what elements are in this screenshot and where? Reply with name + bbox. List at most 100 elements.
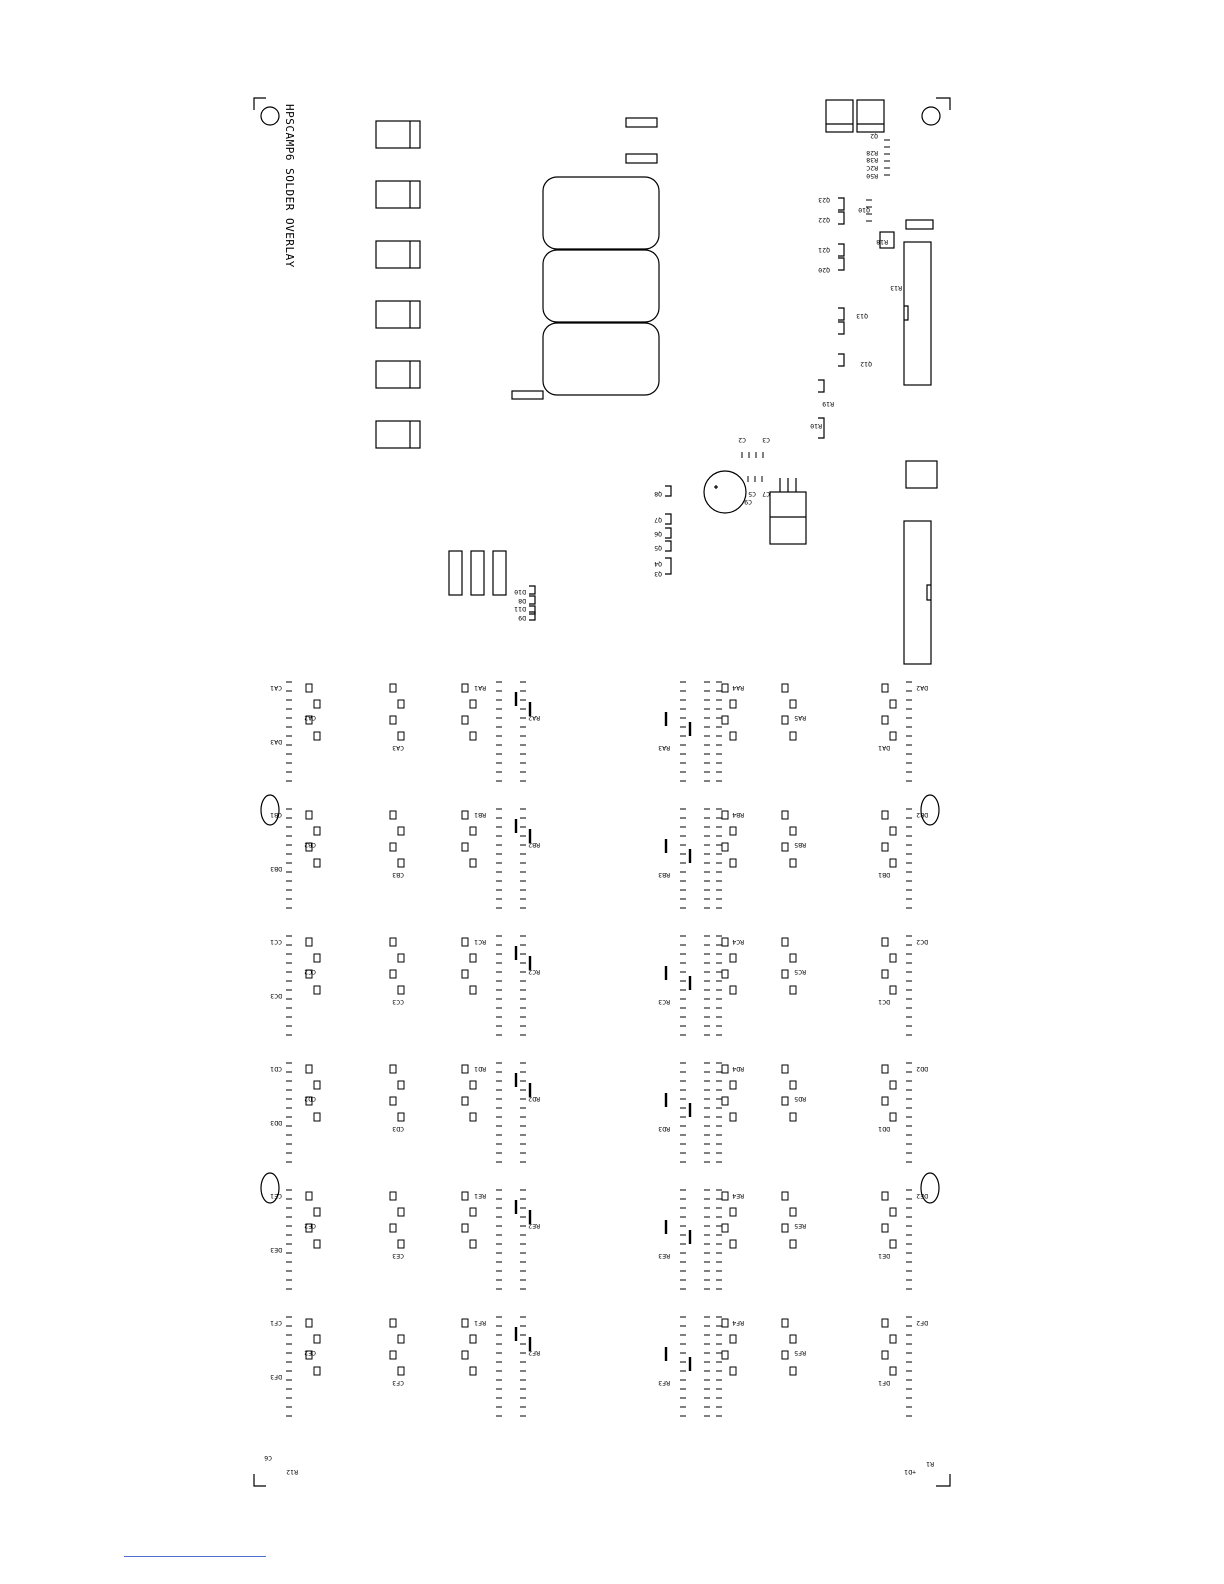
component-label: DF1 [878,1379,890,1387]
pad [389,842,397,852]
component-label: DE1 [878,1252,890,1260]
corner-label-r1: R1 [926,1460,934,1468]
component-label: RB4 [732,811,744,819]
pad [729,826,737,836]
component-label: RD4 [732,1065,744,1073]
pad [461,1064,469,1074]
pad [397,1080,405,1090]
pad [389,810,397,820]
component-label: RC4 [732,938,744,946]
pad [781,1064,789,1074]
pad [313,1366,321,1376]
component-label: RE5 [794,1222,806,1230]
mid-label: Q3 [654,570,662,578]
pad [397,1366,405,1376]
corner-label-r12: R12 [286,1468,298,1476]
pad [881,683,889,693]
pad [389,969,397,979]
pad [729,985,737,995]
top-label: Q20 [818,266,830,274]
component-label: DB1 [878,871,890,879]
component-label: RE3 [658,1252,670,1260]
top-right-resistors [741,139,890,482]
component-label: DA2 [916,684,928,692]
pad [397,858,405,868]
component-label: RA1 [474,684,486,692]
pad [305,937,313,947]
component-label: RD3 [658,1125,670,1133]
pad [397,953,405,963]
pad [721,1350,729,1360]
ic-triplet [448,550,507,596]
component-label: CC2 [304,968,316,976]
component-label: RB1 [474,811,486,819]
component-label: CD1 [270,1065,282,1073]
component-label: DD2 [916,1065,928,1073]
overlay-title: HPSCAMP6 SOLDER OVERLAY [283,104,296,268]
pad [789,1239,797,1249]
component-label: CE2 [304,1222,316,1230]
pad [397,1239,405,1249]
component-label: RA3 [658,744,670,752]
pad [889,985,897,995]
top-label: Q13 [856,312,868,320]
pad [721,1064,729,1074]
pad [305,969,313,979]
pad [313,731,321,741]
pad [313,1112,321,1122]
top-label: R50 [866,172,878,180]
component-label: CB1 [270,811,282,819]
top-label: R18 [876,238,888,246]
pad [313,1334,321,1344]
pad [881,1318,889,1328]
pad [389,1064,397,1074]
pad [397,1334,405,1344]
top-label: Q2 [870,132,878,140]
pad [729,1112,737,1122]
pad [889,953,897,963]
pad [461,1096,469,1106]
component-label: RF3 [658,1379,670,1387]
top-label: C2 [738,436,746,444]
pad [781,810,789,820]
mid-label: D10 [514,588,526,596]
component-label: CE3 [392,1252,404,1260]
component-label: DE3 [270,1246,282,1254]
corner-labels: C6 R12 R1 +D1 [264,1454,934,1476]
pad [305,810,313,820]
pad [781,1318,789,1328]
pad [789,1112,797,1122]
pad [389,715,397,725]
oval-pads [260,794,940,1204]
component-label: DB3 [270,865,282,873]
pad [881,1064,889,1074]
transistor-pads [529,197,845,621]
top-label: R13 [890,284,902,292]
pad [721,715,729,725]
pad [729,1366,737,1376]
top-label: Q21 [818,246,830,254]
pad [305,715,313,725]
component-label: DD1 [878,1125,890,1133]
pad [721,1223,729,1233]
component-label: CB2 [304,841,316,849]
mid-label: Q8 [654,490,662,498]
component-label: RE2 [528,1222,540,1230]
pad [889,1366,897,1376]
display-modules [542,176,660,396]
pad [305,1191,313,1201]
pad [729,1080,737,1090]
pad [721,1318,729,1328]
pad [461,937,469,947]
pad [305,1223,313,1233]
pad [469,731,477,741]
pad [397,1112,405,1122]
component-label: RA4 [732,684,744,692]
component-label: CA3 [392,744,404,752]
pad [313,699,321,709]
pad [789,1207,797,1217]
